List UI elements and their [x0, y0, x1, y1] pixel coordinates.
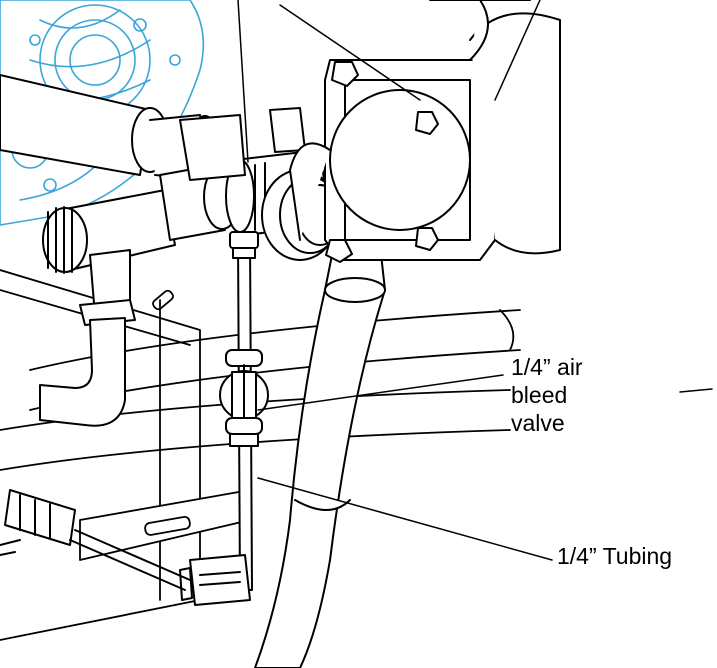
air-bleed-valve-label-line1: 1/4” air — [511, 354, 583, 380]
left-hose — [39, 317, 126, 427]
left-tee-fitting — [42, 164, 241, 326]
cable-connector — [0, 489, 191, 591]
frame-line-2 — [494, 0, 541, 101]
air-bleed-valve-label-line3: valve — [511, 410, 565, 436]
callout-leaders — [237, 0, 713, 561]
air-bleed-valve-label-line2: bleed — [511, 382, 568, 408]
air-bleed-valve — [219, 349, 269, 447]
large-hose — [254, 232, 386, 668]
check-valve-housing — [289, 0, 561, 263]
tubing-connector — [179, 554, 251, 606]
frame-line — [279, 4, 421, 101]
tubing-label: 1/4” Tubing — [557, 543, 673, 569]
air-bleed-valve-label: 1/4” air bleed valve — [511, 353, 583, 437]
